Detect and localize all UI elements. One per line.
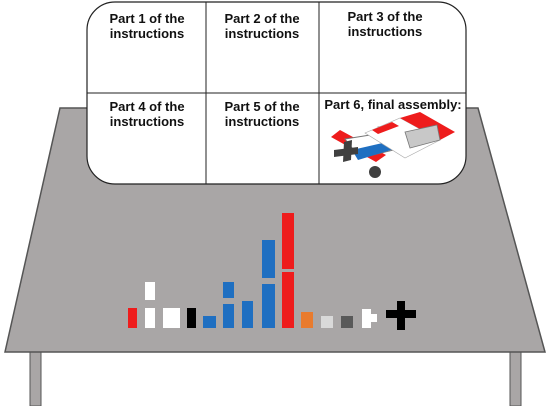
brick-red-tower-top bbox=[282, 213, 294, 269]
brick-pile bbox=[128, 213, 416, 330]
brick-orange bbox=[301, 312, 313, 328]
brick-blue-tower-bottom bbox=[262, 284, 275, 328]
brick-black-cross bbox=[386, 301, 416, 330]
brick-blue-tall bbox=[242, 301, 253, 328]
brick-white bbox=[145, 308, 155, 328]
brick-white-wide bbox=[163, 308, 180, 328]
instruction-cell-5: Part 5 of the instructions bbox=[224, 99, 300, 129]
brick-white-tpiece bbox=[362, 309, 377, 328]
brick-black bbox=[187, 308, 196, 328]
instruction-cell-1: Part 1 of the instructions bbox=[109, 11, 185, 41]
brick-white-top bbox=[145, 282, 155, 300]
brick-red bbox=[128, 308, 137, 328]
brick-blue-stack-bottom bbox=[223, 304, 234, 328]
instruction-cell-4: Part 4 of the instructions bbox=[109, 99, 185, 129]
brick-light-gray bbox=[321, 316, 333, 328]
brick-blue-stack-top bbox=[223, 282, 234, 298]
toy-airplane-icon bbox=[331, 112, 455, 178]
instruction-cell-2: Part 2 of the instructions bbox=[224, 11, 300, 41]
table-leg-right bbox=[509, 351, 522, 406]
brick-blue-small bbox=[203, 316, 216, 328]
instruction-cell-3: Part 3 of the instructions bbox=[347, 9, 423, 39]
brick-red-tower-bottom bbox=[282, 272, 294, 328]
instruction-cell-6: Part 6, final assembly: bbox=[324, 97, 462, 112]
brick-blue-tower-top bbox=[262, 240, 275, 278]
brick-dark-gray bbox=[341, 316, 353, 328]
table-leg-left bbox=[29, 351, 42, 406]
